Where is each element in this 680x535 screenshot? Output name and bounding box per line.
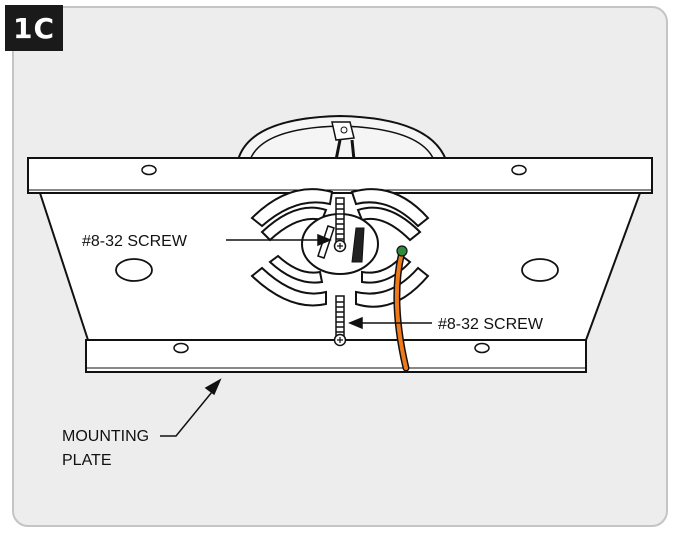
screw-label-bottom: #8-32 SCREW (438, 316, 544, 333)
plate-bottom-flange (85, 339, 587, 373)
plate-hole-left (115, 258, 153, 282)
plate-top-flange (27, 157, 653, 194)
step-badge: 1C (5, 5, 63, 51)
screw-label-top: #8-32 SCREW (82, 233, 188, 250)
mounting-plate-label-line2: PLATE (62, 452, 112, 469)
mounting-plate-label-line1: MOUNTING (62, 428, 149, 445)
bottom-screw (333, 295, 347, 347)
leader-lines (160, 233, 432, 437)
ground-wire (393, 245, 410, 372)
top-screw (333, 197, 347, 253)
ceiling-box (237, 114, 447, 161)
plate-hole-right (521, 258, 559, 282)
